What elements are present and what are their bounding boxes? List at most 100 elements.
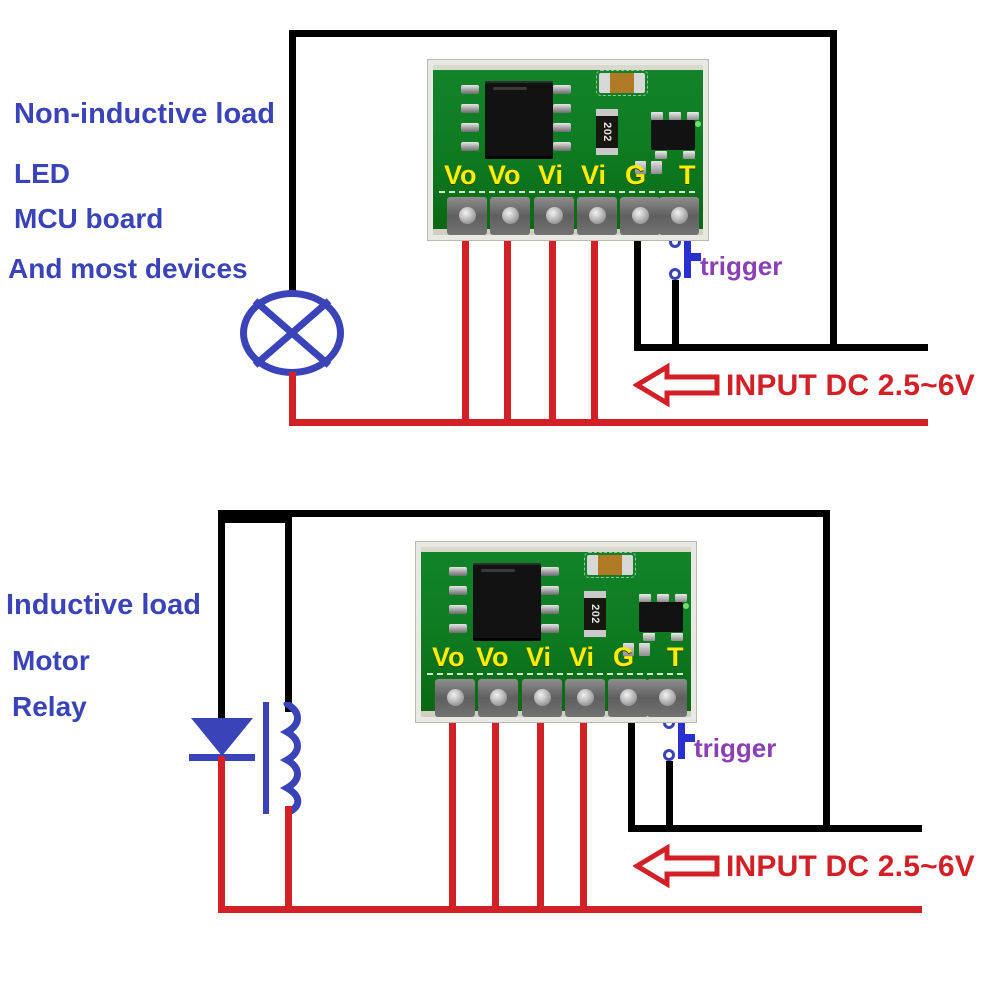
arrow-left-svg (632, 362, 720, 408)
sot-pin-1 (639, 594, 651, 602)
silk-vo-1: Vo (444, 160, 477, 190)
sot-pin-3 (675, 594, 687, 602)
top-black-bottom-rail (634, 344, 928, 351)
silk-t: T (667, 642, 684, 672)
pcb-top-edge (433, 65, 703, 70)
smd-capacitor (584, 552, 636, 578)
pcb-top-edge (421, 547, 691, 552)
bot-black-coil-branch (218, 516, 292, 523)
resistor-code-label: 202 (601, 122, 613, 142)
pcb-silk-divider (439, 191, 697, 193)
solder-pad-vo-1 (435, 679, 475, 717)
silk-g: G (613, 642, 635, 672)
ic-pin-left-3 (461, 123, 479, 132)
bot-trigger-label: trigger (694, 733, 777, 763)
bot-black-t-drop-lower (666, 761, 673, 832)
silk-vi-1: Vi (526, 642, 552, 672)
sot23-transistor (639, 602, 683, 632)
top-load-line2: MCU board (14, 203, 164, 234)
switch-terminal-bottom (663, 749, 675, 761)
bot-black-right-drop (823, 510, 830, 830)
silk-g: G (625, 160, 647, 190)
smd-pad-b (651, 161, 662, 174)
smd-pad-b (639, 643, 650, 656)
bot-trigger-switch[interactable] (663, 717, 697, 761)
switch-stub (682, 734, 695, 742)
resistor-code-label: 202 (589, 604, 601, 624)
ic-pin-left-2 (449, 586, 467, 595)
bot-red-diode-drop (218, 756, 225, 910)
ic-pin-left-2 (461, 104, 479, 113)
bot-red-coil-drop (285, 806, 292, 910)
top-red-vo2-drop (504, 203, 511, 423)
smd-capacitor (596, 70, 648, 96)
ic-pin-left-3 (449, 605, 467, 614)
silk-vo-1: Vo (432, 642, 465, 672)
solder-pad-t (659, 197, 699, 235)
solder-pad-t (647, 679, 687, 717)
ic-pin-left-4 (461, 142, 479, 151)
top-load-title: Non-inductive load (14, 98, 275, 130)
solder-pad-g (620, 197, 660, 235)
sot-pin-3 (687, 112, 699, 120)
bot-black-rail (218, 510, 830, 517)
switch-terminal-bottom (669, 268, 681, 280)
top-black-t-drop-lower (672, 280, 679, 351)
top-load-line3: And most devices (8, 253, 248, 284)
top-red-vo1-drop (462, 203, 469, 423)
top-input-label: INPUT DC 2.5~6V (726, 369, 975, 402)
soic8-ic (473, 563, 541, 641)
bot-red-vi1-drop (537, 686, 544, 910)
top-red-vi1-drop (549, 203, 556, 423)
bot-red-vo1-drop (449, 686, 456, 910)
smd-pad-a (635, 161, 646, 174)
bot-pcb-module: 202 Vo Vo Vi Vi G T (416, 542, 696, 722)
sot-pin-4 (655, 151, 667, 159)
silk-vi-2: Vi (569, 642, 595, 672)
silk-t: T (679, 160, 696, 190)
switch-stub (688, 253, 701, 261)
top-red-bus (289, 419, 928, 426)
top-black-right-drop (830, 30, 837, 350)
bot-black-g-drop (628, 685, 635, 832)
bot-load-line1: Motor (12, 645, 90, 676)
silk-vo-2: Vo (488, 160, 521, 190)
bot-red-vi2-drop (580, 686, 587, 910)
top-input-arrow-icon (632, 362, 721, 408)
coil-winding-svg (279, 702, 302, 814)
solder-pad-g (608, 679, 648, 717)
top-black-g-drop (634, 205, 641, 351)
ic-pin-right-4 (553, 142, 571, 151)
top-black-left-drop (289, 30, 296, 292)
top-red-vi2-drop (591, 203, 598, 423)
pcb-test-dot (683, 603, 689, 609)
top-trigger-switch[interactable] (669, 236, 703, 280)
bot-black-diode-drop (218, 510, 225, 720)
ic-pin-right-1 (541, 567, 559, 576)
pcb-silk-divider (427, 673, 685, 675)
solder-pad-vi-1 (522, 679, 562, 717)
ic-pin-left-4 (449, 624, 467, 633)
sot-pin-2 (669, 112, 681, 120)
bot-black-coil-drop (285, 516, 292, 712)
diode-triangle (191, 718, 253, 756)
soic8-ic (485, 81, 553, 159)
switch-blade (678, 719, 685, 759)
sot-pin-1 (651, 112, 663, 120)
silk-vi-2: Vi (581, 160, 607, 190)
bot-input-label: INPUT DC 2.5~6V (726, 850, 975, 883)
sot-pin-2 (657, 594, 669, 602)
top-black-rail (289, 30, 837, 37)
sot-pin-4 (643, 633, 655, 641)
top-red-lamp-drop (289, 372, 296, 423)
arrow-left-svg (632, 843, 720, 889)
lamp-symbol (240, 290, 344, 376)
sot-pin-5 (683, 151, 695, 159)
top-trigger-label: trigger (700, 251, 783, 281)
solder-pad-vo-2 (478, 679, 518, 717)
top-pcb-module: 202 Vo Vo Vi Vi G T (428, 60, 708, 240)
bot-red-vo2-drop (492, 686, 499, 910)
ic-pin-right-3 (553, 123, 571, 132)
smd-pad-a (623, 643, 634, 656)
ic-pin-right-3 (541, 605, 559, 614)
